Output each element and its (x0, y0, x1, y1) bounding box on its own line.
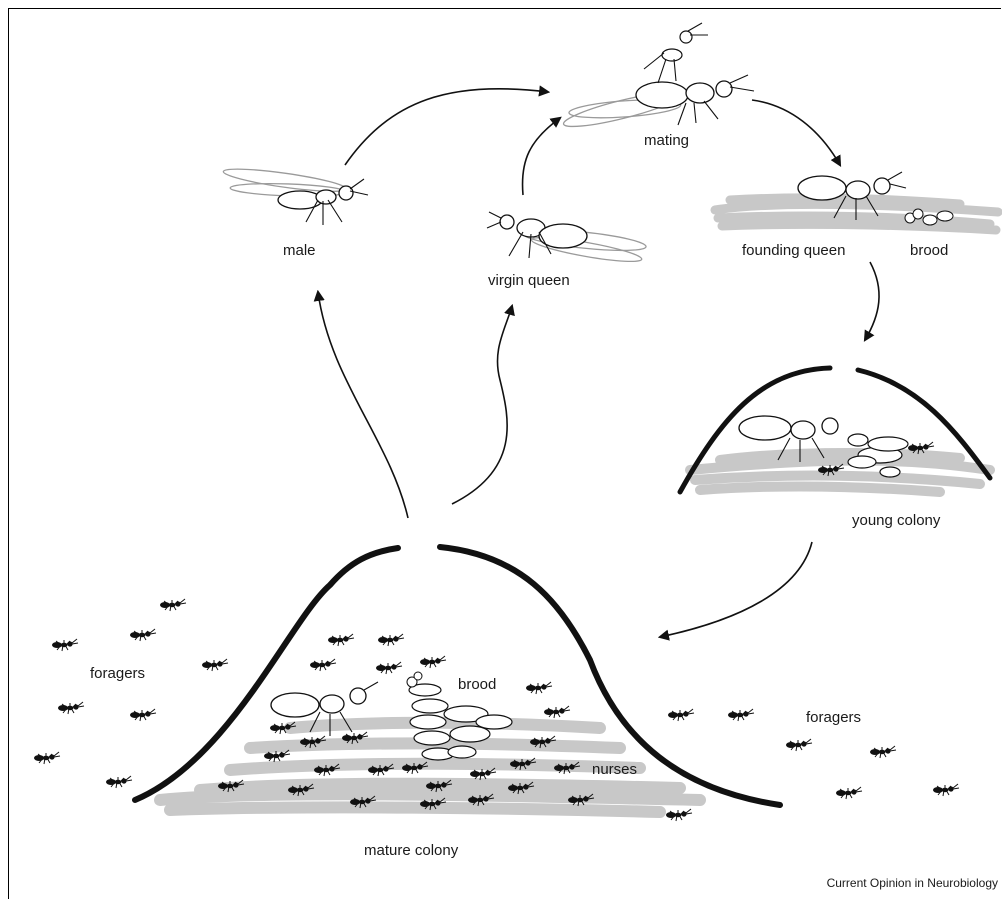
mating-pair-illustration (562, 22, 755, 128)
arrow-male-to-mating (344, 85, 551, 166)
male-ant-illustration (222, 168, 369, 225)
figure-frame (8, 8, 1001, 899)
arrow-mature-to-virgin-queen (451, 303, 515, 505)
label-young-colony: young colony (852, 512, 941, 529)
label-foragers-left: foragers (90, 665, 146, 682)
label-brood-mature: brood (458, 676, 497, 693)
label-foragers-right: foragers (806, 709, 862, 726)
founding-brood-illustration (904, 208, 954, 226)
mature-colony-illustration (132, 544, 783, 818)
arrow-mature-to-male (313, 289, 409, 519)
forager-ants-left (33, 598, 229, 789)
mature-brood-illustration (406, 671, 513, 761)
label-male: male (283, 242, 316, 259)
label-nurses: nurses (592, 761, 638, 778)
label-founding-queen: founding queen (742, 242, 846, 259)
arrow-mating-to-founding (751, 99, 842, 167)
journal-credit: Current Opinion in Neurobiology (826, 876, 998, 890)
label-brood-founding: brood (910, 242, 949, 259)
arrow-founding-to-young (863, 261, 880, 342)
virgin-queen-illustration (486, 211, 647, 263)
label-mature-colony: mature colony (364, 842, 459, 859)
arrow-young-to-mature (657, 541, 813, 641)
label-virgin-queen: virgin queen (488, 272, 570, 289)
life-cycle-arrows (313, 85, 880, 641)
arrow-virgin-queen-to-mating (521, 116, 562, 196)
founding-queen-illustration (710, 171, 1002, 235)
young-colony-illustration (677, 365, 995, 497)
label-mating: mating (644, 132, 690, 149)
